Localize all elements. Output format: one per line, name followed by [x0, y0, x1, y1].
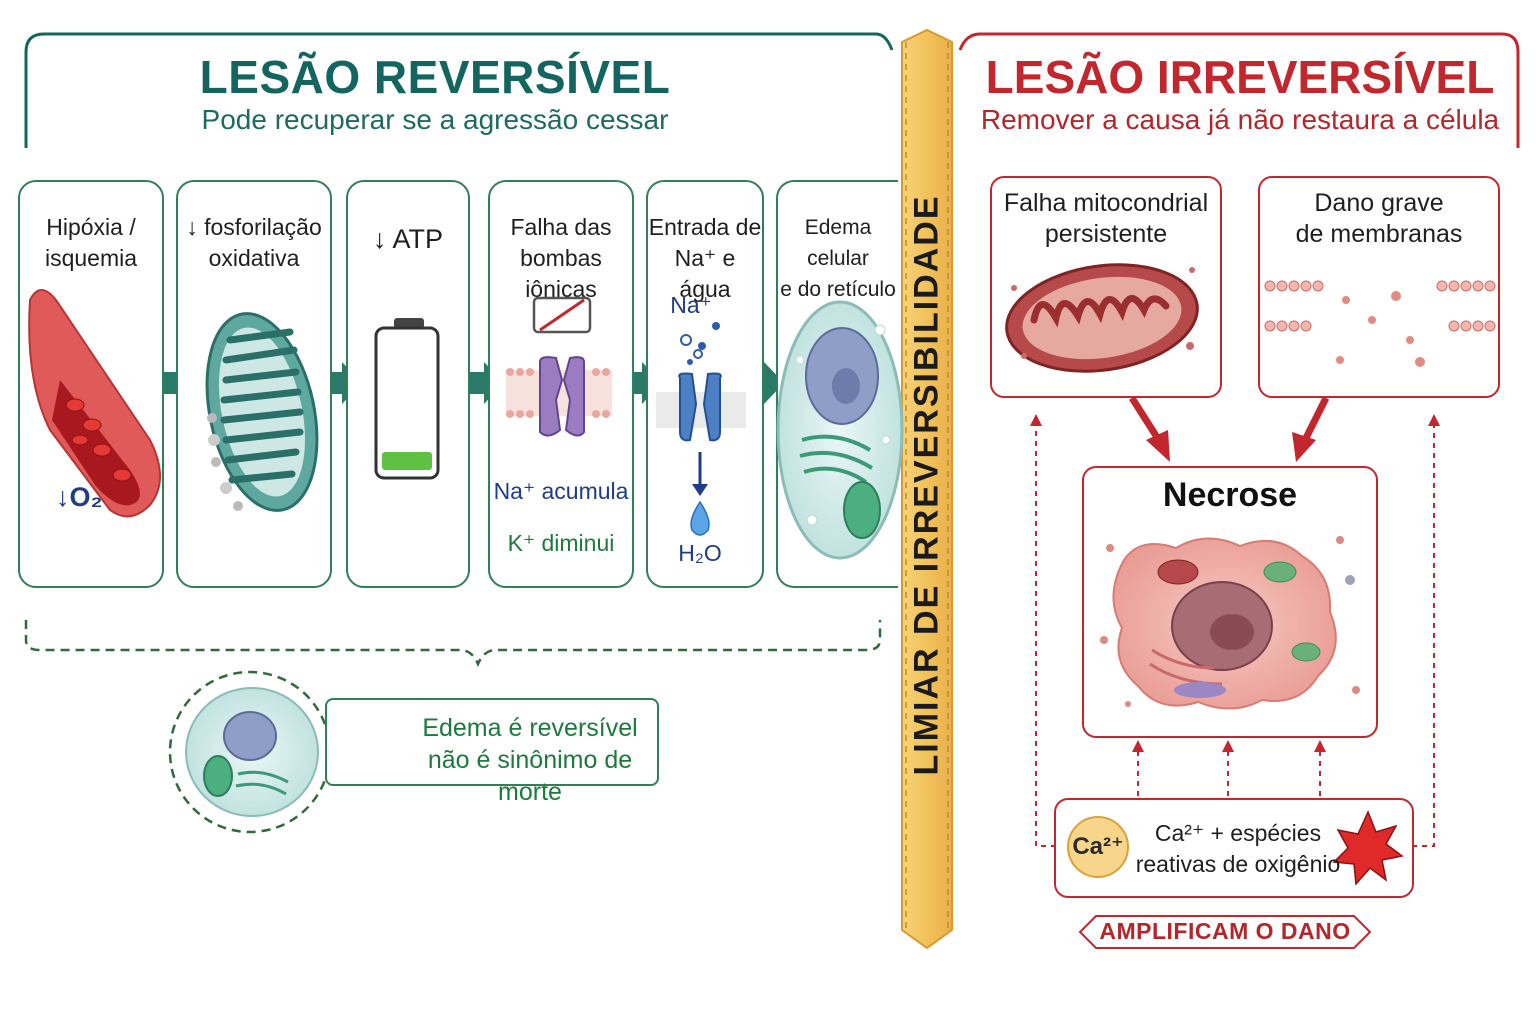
card-label: Falha mitocondrial: [1003, 189, 1209, 217]
note-line: não é sinônimo de morte: [427, 746, 633, 806]
water-label: H₂O: [678, 540, 722, 566]
reversible-title: LESÃO REVERSÍVEL: [199, 51, 671, 103]
step-label: bombas iônicas: [520, 245, 602, 302]
calcium-badge-label: Ca²⁺: [1072, 833, 1124, 860]
step-label: Hipóxia /: [46, 214, 136, 240]
feedback-lines: [1035, 420, 1435, 847]
step-card-pumps: Falha das bombas iônicas: [488, 180, 634, 588]
step-label: isquemia: [44, 245, 138, 271]
reversible-subtitle: Pode recuperar se a agressão cessar: [201, 104, 669, 135]
step-card-oxphos: ↓ fosforilação oxidativa: [176, 180, 332, 588]
amplify-label: AMPLIFICAM O DANO: [1099, 918, 1351, 944]
reversible-note: Edema é reversível não é sinônimo de mor…: [395, 712, 665, 808]
reversible-cell-illustration: [168, 670, 332, 834]
step-card-sodium-entry: Entrada de Na⁺ e água: [646, 180, 764, 588]
potassium-decreases-label: K⁺ diminui: [507, 530, 615, 556]
calcium-badge-shape: [1067, 816, 1129, 878]
factors-line: reativas de oxigênio: [1135, 851, 1341, 877]
threshold-label: LIMIAR DE IRREVERSIBILIDADE: [907, 194, 946, 776]
step-label: ↓ fosforilação: [186, 214, 322, 240]
sodium-ion-label: Na⁺: [670, 292, 712, 318]
membrane-damage-card: Dano grave de membranas: [1258, 176, 1500, 398]
step-card-atp: ↓ ATP: [346, 180, 470, 588]
irreversible-header-bracket: [958, 32, 1520, 148]
sodium-accumulates-label: Na⁺ acumula: [493, 478, 629, 504]
reversible-header-bracket: [24, 32, 894, 148]
damage-arrows: [1129, 396, 1330, 462]
damaged-mitochondrion-illustration: [1005, 263, 1199, 373]
necrosis-label: Necrose: [1162, 476, 1298, 514]
oxygen-label: ↓O₂: [56, 482, 103, 512]
note-line: Edema é reversível: [422, 714, 638, 742]
reversible-brace: [24, 620, 882, 668]
irreversible-title: LESÃO IRREVERSÍVEL: [985, 51, 1495, 103]
threshold-band: [901, 28, 953, 950]
card-label: de membranas: [1295, 220, 1463, 248]
step-label: Edema celular: [804, 216, 872, 270]
damaged-membrane-illustration: [1264, 280, 1496, 367]
mito-failure-card: Falha mitocondrial persistente: [990, 176, 1222, 398]
amplify-banner-shape: [1078, 915, 1372, 949]
necrotic-cell-illustration: [1100, 536, 1360, 710]
card-label: Dano grave: [1314, 189, 1444, 217]
irreversible-subtitle: Remover a causa já não restaura a célula: [980, 104, 1500, 135]
step-label: Entrada de: [648, 214, 762, 240]
factors-line: Ca²⁺ + espécies: [1154, 820, 1322, 846]
ros-star-icon: [1332, 810, 1404, 886]
step-card-edema: Edema celular e do retículo: [776, 180, 898, 588]
card-label: persistente: [1044, 220, 1168, 248]
amplifiers-card: Ca²⁺ + espécies reativas de oxigênio: [1054, 798, 1414, 898]
step-label: e do retículo: [780, 278, 896, 301]
step-label: oxidativa: [208, 245, 300, 271]
step-label: ↓ ATP: [372, 224, 444, 254]
step-card-hypoxia: Hipóxia / isquemia: [18, 180, 164, 588]
step-label: Falha das: [510, 214, 612, 240]
necrosis-card: Necrose: [1082, 466, 1378, 738]
step-label: Na⁺ e água: [674, 245, 736, 302]
reversible-note-box: [325, 698, 659, 786]
